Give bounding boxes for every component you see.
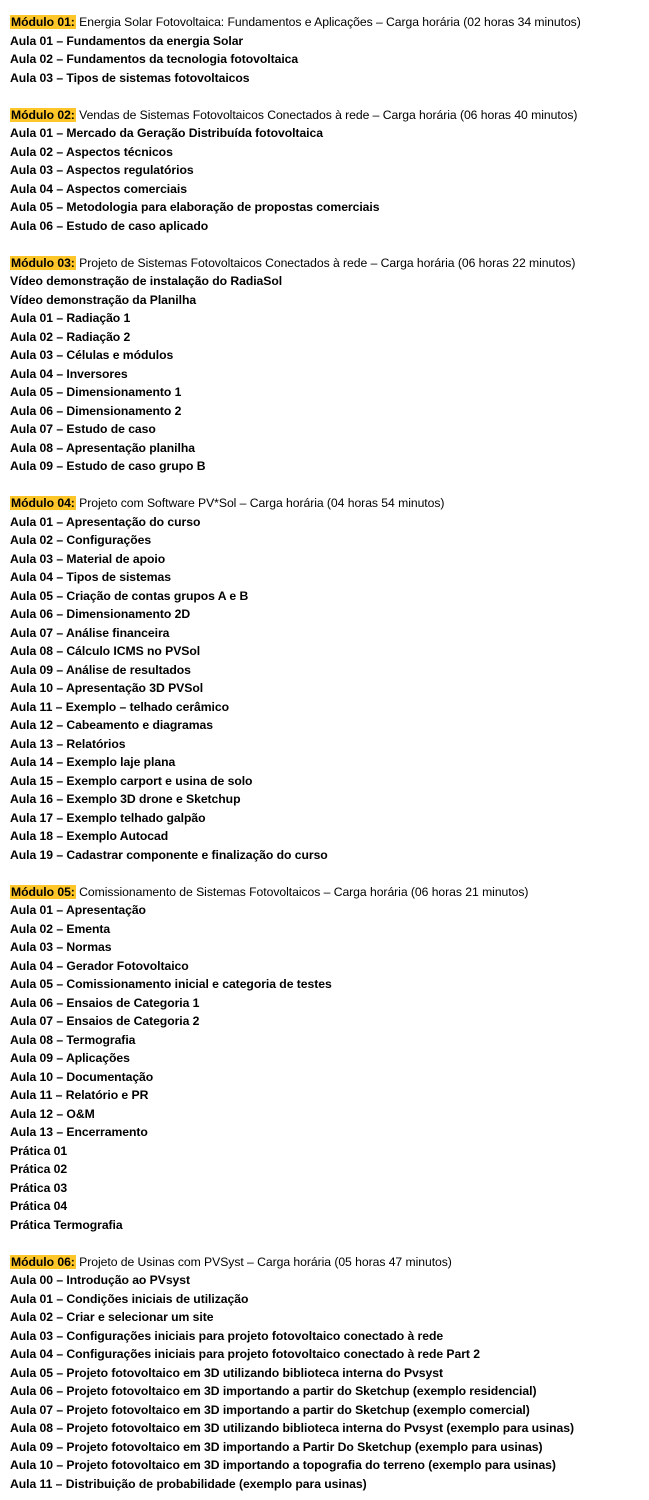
lesson-item: Aula 11 – Distribuição de probabilidade … bbox=[10, 1476, 367, 1491]
lesson-item: Aula 15 – Exemplo carport e usina de sol… bbox=[10, 773, 253, 788]
lesson-item: Aula 06 – Estudo de caso aplicado bbox=[10, 218, 209, 233]
module-title: Projeto com Software PV*Sol – Carga horá… bbox=[75, 496, 445, 510]
module-tag: Módulo 04: bbox=[10, 496, 76, 510]
lesson-item: Aula 05 – Comissionamento inicial e cate… bbox=[10, 977, 332, 991]
lesson-item: Aula 03 – Tipos de sistemas fotovoltaico… bbox=[10, 70, 250, 85]
module-section: Módulo 02: Vendas de Sistemas Fotovoltai… bbox=[10, 106, 649, 236]
lesson-item: Aula 02 – Configurações bbox=[10, 533, 152, 547]
lesson-item: Aula 01 – Apresentação do curso bbox=[10, 514, 201, 529]
lesson-item: Aula 06 – Ensaios de Categoria 1 bbox=[10, 995, 200, 1010]
lesson-item: Aula 07 – Ensaios de Categoria 2 bbox=[10, 1014, 200, 1028]
lesson-item: Aula 08 – Apresentação planilha bbox=[10, 440, 195, 455]
lesson-item: Aula 02 – Ementa bbox=[10, 921, 111, 936]
lesson-item: Aula 13 – Relatórios bbox=[10, 736, 126, 751]
lesson-item: Aula 02 – Fundamentos da tecnologia foto… bbox=[10, 52, 299, 66]
lesson-item: Prática 04 bbox=[10, 1199, 68, 1213]
lesson-item: Aula 12 – O&M bbox=[10, 1106, 95, 1121]
module-header: Módulo 04: Projeto com Software PV*Sol –… bbox=[10, 494, 649, 513]
module-title: Projeto de Usinas com PVSyst – Carga hor… bbox=[75, 1254, 452, 1269]
module-title: Projeto de Sistemas Fotovoltaicos Conect… bbox=[75, 255, 576, 270]
module-tag: Módulo 05: bbox=[10, 884, 76, 899]
module-title: Vendas de Sistemas Fotovoltaicos Conecta… bbox=[75, 107, 578, 122]
lesson-item: Aula 04 – Inversores bbox=[10, 366, 128, 381]
lesson-item: Aula 09 – Aplicações bbox=[10, 1051, 130, 1065]
lesson-item: Aula 05 – Dimensionamento 1 bbox=[10, 385, 182, 399]
lesson-item: Prática Termografia bbox=[10, 1217, 123, 1232]
lesson-item: Aula 03 – Aspectos regulatórios bbox=[10, 163, 194, 177]
lesson-item: Aula 02 – Aspectos técnicos bbox=[10, 144, 173, 159]
lesson-item: Aula 09 – Análise de resultados bbox=[10, 662, 191, 677]
lesson-item: Aula 05 – Projeto fotovoltaico em 3D uti… bbox=[10, 1365, 444, 1380]
lesson-item: Aula 08 – Termografia bbox=[10, 1032, 136, 1047]
module-section: Módulo 04: Projeto com Software PV*Sol –… bbox=[10, 494, 649, 864]
lesson-item: Aula 05 – Metodologia para elaboração de… bbox=[10, 200, 380, 214]
lesson-item: Aula 04 – Configurações iniciais para pr… bbox=[10, 1347, 480, 1361]
lesson-item: Aula 10 – Projeto fotovoltaico em 3D imp… bbox=[10, 1458, 556, 1472]
lesson-item: Aula 01 – Fundamentos da energia Solar bbox=[10, 33, 244, 48]
lesson-item: Aula 19 – Cadastrar componente e finaliz… bbox=[10, 847, 328, 862]
lesson-item: Aula 01 – Apresentação bbox=[10, 903, 146, 917]
module-section: Módulo 01: Energia Solar Fotovoltaica: F… bbox=[10, 13, 649, 87]
lesson-item: Aula 03 – Células e módulos bbox=[10, 348, 174, 362]
module-header: Módulo 02: Vendas de Sistemas Fotovoltai… bbox=[10, 106, 649, 125]
lesson-item: Aula 09 – Projeto fotovoltaico em 3D imp… bbox=[10, 1439, 543, 1454]
lesson-item: Aula 01 – Radiação 1 bbox=[10, 311, 131, 325]
lesson-item: Aula 10 – Documentação bbox=[10, 1069, 154, 1084]
lesson-item: Aula 04 – Aspectos comerciais bbox=[10, 181, 187, 196]
lesson-item: Aula 00 – Introdução ao PVsyst bbox=[10, 1273, 191, 1287]
lesson-item: Aula 06 – Dimensionamento 2 bbox=[10, 403, 182, 418]
lesson-item: Aula 07 – Análise financeira bbox=[10, 625, 170, 640]
lesson-item: Aula 03 – Normas bbox=[10, 940, 112, 954]
lesson-item: Prática 02 bbox=[10, 1162, 68, 1176]
lesson-item: Aula 04 – Tipos de sistemas bbox=[10, 570, 171, 584]
lesson-item: Aula 16 – Exemplo 3D drone e Sketchup bbox=[10, 792, 241, 806]
lesson-item: Aula 14 – Exemplo laje plana bbox=[10, 755, 176, 769]
module-header: Módulo 03: Projeto de Sistemas Fotovolta… bbox=[10, 254, 649, 273]
lesson-item: Aula 06 – Dimensionamento 2D bbox=[10, 607, 191, 621]
lesson-item: Aula 07 – Estudo de caso bbox=[10, 422, 156, 436]
lesson-item: Aula 07 – Projeto fotovoltaico em 3D imp… bbox=[10, 1402, 530, 1417]
module-header: Módulo 01: Energia Solar Fotovoltaica: F… bbox=[10, 13, 649, 32]
lesson-item: Aula 18 – Exemplo Autocad bbox=[10, 829, 169, 843]
lesson-item: Aula 10 – Apresentação 3D PVSol bbox=[10, 681, 204, 695]
lesson-item: Aula 01 – Mercado da Geração Distribuída… bbox=[10, 126, 323, 140]
module-title: Energia Solar Fotovoltaica: Fundamentos … bbox=[75, 15, 581, 29]
module-section: Módulo 05: Comissionamento de Sistemas F… bbox=[10, 883, 649, 1235]
lesson-item: Vídeo demonstração de instalação do Radi… bbox=[10, 274, 283, 288]
module-section: Módulo 06: Projeto de Usinas com PVSyst … bbox=[10, 1253, 649, 1494]
lesson-item: Aula 08 – Cálculo ICMS no PVSol bbox=[10, 644, 201, 658]
lesson-item: Aula 12 – Cabeamento e diagramas bbox=[10, 718, 213, 732]
lesson-item: Prática 03 bbox=[10, 1180, 68, 1195]
lesson-item: Aula 06 – Projeto fotovoltaico em 3D imp… bbox=[10, 1384, 537, 1398]
lesson-item: Aula 11 – Relatório e PR bbox=[10, 1088, 149, 1102]
lesson-item: Aula 13 – Encerramento bbox=[10, 1125, 148, 1139]
module-section: Módulo 03: Projeto de Sistemas Fotovolta… bbox=[10, 254, 649, 476]
module-header: Módulo 05: Comissionamento de Sistemas F… bbox=[10, 883, 649, 902]
lesson-item: Aula 05 – Criação de contas grupos A e B bbox=[10, 588, 249, 603]
lesson-item: Aula 01 – Condições iniciais de utilizaç… bbox=[10, 1291, 249, 1306]
lesson-item: Aula 11 – Exemplo – telhado cerâmico bbox=[10, 699, 230, 714]
module-tag: Módulo 06: bbox=[10, 1254, 76, 1269]
module-tag: Módulo 03: bbox=[10, 255, 76, 270]
module-tag: Módulo 02: bbox=[10, 107, 76, 122]
lesson-item: Aula 02 – Radiação 2 bbox=[10, 329, 131, 344]
lesson-item: Aula 04 – Gerador Fotovoltaico bbox=[10, 958, 189, 973]
module-title: Comissionamento de Sistemas Fotovoltaico… bbox=[75, 884, 529, 899]
lesson-item: Prática 01 bbox=[10, 1143, 68, 1158]
lesson-item: Vídeo demonstração da Planilha bbox=[10, 292, 197, 307]
lesson-item: Aula 08 – Projeto fotovoltaico em 3D uti… bbox=[10, 1421, 574, 1435]
module-header: Módulo 06: Projeto de Usinas com PVSyst … bbox=[10, 1253, 649, 1272]
lesson-item: Aula 03 – Configurações iniciais para pr… bbox=[10, 1328, 444, 1343]
lesson-item: Aula 09 – Estudo de caso grupo B bbox=[10, 459, 206, 473]
module-tag: Módulo 01: bbox=[10, 15, 76, 29]
lesson-item: Aula 03 – Material de apoio bbox=[10, 551, 166, 566]
lesson-item: Aula 17 – Exemplo telhado galpão bbox=[10, 810, 206, 825]
lesson-item: Aula 02 – Criar e selecionar um site bbox=[10, 1310, 214, 1324]
